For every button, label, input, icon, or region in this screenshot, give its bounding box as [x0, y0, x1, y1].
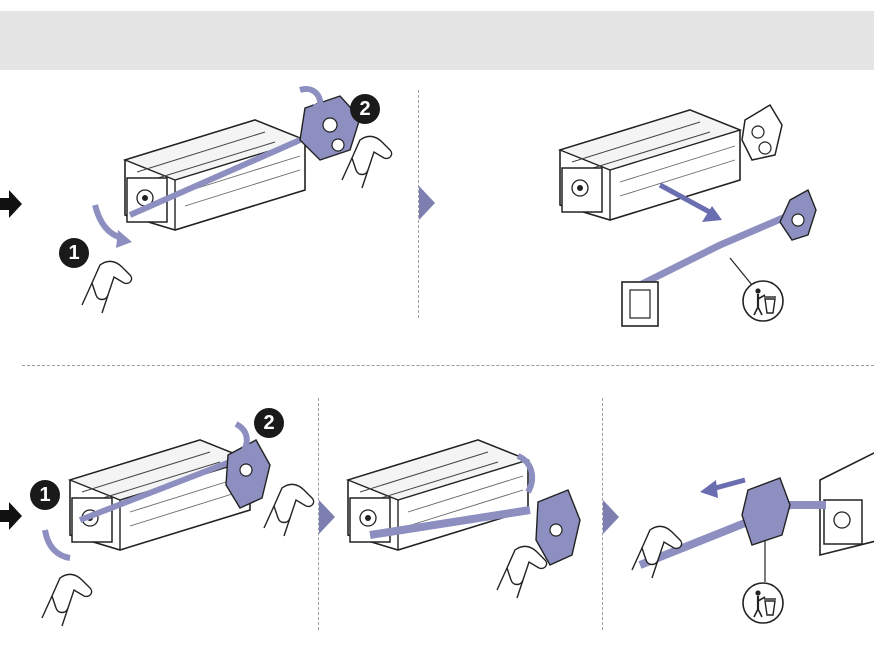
- sequence-triangle-top-icon: [419, 186, 435, 220]
- divider-vertical-bottom-left: [318, 398, 319, 630]
- trash-disposal-icon-bottom: [741, 581, 785, 625]
- header-band: [0, 11, 874, 70]
- step-arrow-top-icon: [0, 190, 22, 218]
- sequence-triangle-bottom-left-icon: [319, 500, 335, 534]
- callout-top-step-2: 2: [350, 94, 380, 124]
- sequence-triangle-bottom-right-icon: [603, 500, 619, 534]
- top-right-cartridge: [559, 109, 741, 221]
- divider-vertical-top: [418, 90, 419, 318]
- callout-bottom-step-1: 1: [30, 480, 60, 510]
- callout-bottom-step-2: 2: [254, 408, 284, 438]
- divider-horizontal: [22, 365, 874, 366]
- step-arrow-bottom-icon: [0, 502, 22, 530]
- trash-disposal-icon-top: [741, 279, 785, 323]
- bottom-right-cartridge: [819, 452, 874, 557]
- bottom-left-cartridge: [69, 439, 251, 551]
- divider-vertical-bottom-right: [602, 398, 603, 630]
- callout-top-step-1: 1: [59, 238, 89, 268]
